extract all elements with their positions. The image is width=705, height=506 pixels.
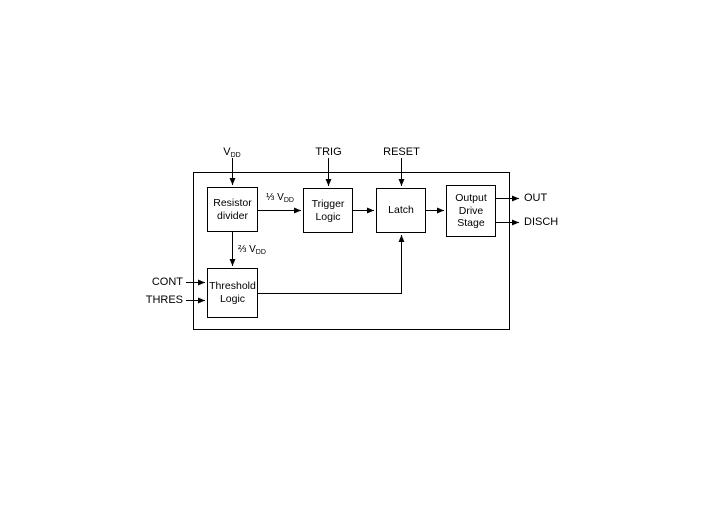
- net-one-third-subscript: DD: [283, 197, 294, 204]
- block-threshold-logic: Threshold Logic: [207, 268, 258, 318]
- net-one-third-base: ⅓ V: [266, 192, 284, 203]
- pin-label-out: OUT: [524, 192, 548, 204]
- pin-label-disch: DISCH: [524, 216, 559, 228]
- pin-vdd-subscript: DD: [230, 152, 241, 159]
- net-label-one-third-vdd: ⅓ VDD: [255, 192, 305, 206]
- block-resistor-divider: Resistor divider: [207, 187, 258, 232]
- pin-label-trig: TRIG: [315, 146, 342, 158]
- block-output-drive-stage: Output Drive Stage: [446, 185, 496, 237]
- pin-vdd-base: V: [223, 146, 231, 158]
- net-two-thirds-base: ⅔ V: [238, 244, 256, 255]
- net-two-thirds-subscript: DD: [255, 249, 266, 256]
- wire-threshold-to-latch: [258, 235, 405, 294]
- ic-boundary: [193, 172, 510, 330]
- block-latch: Latch: [376, 188, 426, 233]
- pin-label-thres: THRES: [145, 294, 183, 306]
- pin-label-cont: CONT: [151, 276, 183, 288]
- pin-label-vdd: VDD: [212, 146, 252, 162]
- block-trigger-logic: Trigger Logic: [303, 188, 353, 233]
- net-label-two-thirds-vdd: ⅔ VDD: [238, 244, 266, 258]
- pin-label-reset: RESET: [383, 146, 420, 158]
